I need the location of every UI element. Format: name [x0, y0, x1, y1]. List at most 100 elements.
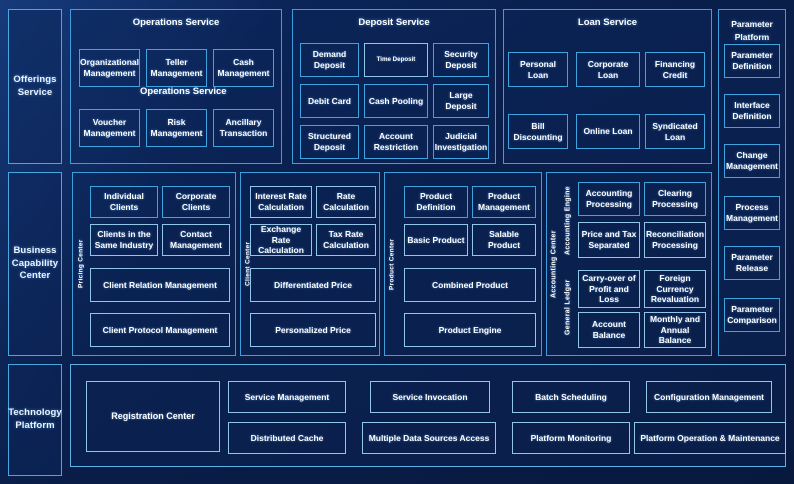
box-judicial-investigation[interactable]: Judicial Investigation	[433, 125, 489, 159]
box-parameter-release[interactable]: Parameter Release	[724, 246, 780, 280]
box-client-relation-management[interactable]: Client Relation Management	[90, 268, 230, 302]
box-tax-rate-calculation[interactable]: Tax Rate Calculation	[316, 224, 376, 256]
box-corporate-clients[interactable]: Corporate Clients	[162, 186, 230, 218]
box-carry-over-of-profit-and-loss[interactable]: Carry-over of Profit and Loss	[578, 270, 640, 308]
box-registration-center[interactable]: Registration Center	[86, 381, 220, 452]
box-price-and-tax-separated[interactable]: Price and Tax Separated	[578, 222, 640, 258]
box-label: Monthly and Annual Balance	[649, 314, 701, 346]
box-label: Product Definition	[416, 191, 456, 212]
box-multiple-data-sources-access[interactable]: Multiple Data Sources Access	[362, 422, 496, 454]
box-service-management[interactable]: Service Management	[228, 381, 346, 413]
group-deposit-service: Deposit Service	[292, 9, 496, 164]
box-change-management[interactable]: Change Management	[724, 144, 780, 178]
box-monthly-and-annual-balance[interactable]: Monthly and Annual Balance	[644, 312, 706, 348]
box-accounting-processing[interactable]: Accounting Processing	[578, 182, 640, 216]
box-label: Product Engine	[438, 324, 502, 335]
box-label: Time Deposit	[376, 56, 416, 64]
box-cash-pooling[interactable]: Cash Pooling	[364, 84, 428, 118]
box-label: Combined Product	[431, 279, 509, 290]
box-organizational-management[interactable]: Organizational Management	[79, 49, 140, 87]
box-label: Clearing Processing	[652, 188, 698, 209]
box-time-deposit[interactable]: Time Deposit	[364, 43, 428, 77]
group-accounting-center	[546, 172, 712, 356]
box-bill-discounting[interactable]: Bill Discounting	[508, 114, 568, 149]
box-client-protocol-management[interactable]: Client Protocol Management	[90, 313, 230, 347]
box-label: Change Management	[726, 150, 778, 171]
box-label: Registration Center	[111, 410, 195, 421]
box-product-engine[interactable]: Product Engine	[404, 313, 536, 347]
box-individual-clients[interactable]: Individual Clients	[90, 186, 158, 218]
box-label: Client Protocol Management	[102, 324, 218, 335]
box-personal-loan[interactable]: Personal Loan	[508, 52, 568, 87]
box-label: Structured Deposit	[308, 131, 351, 152]
box-label: Tax Rate Calculation	[323, 229, 369, 250]
box-exchange-rate-calculation[interactable]: Exchange Rate Calculation	[250, 224, 312, 256]
box-label: Interest Rate Calculation	[255, 191, 307, 212]
vertical-label-accounting-engine: Accounting Engine	[564, 186, 572, 256]
vertical-label-accounting-center: Accounting Center	[550, 230, 558, 298]
box-foreign-currency-revaluation[interactable]: Foreign Currency Revaluation	[644, 270, 706, 308]
box-clearing-processing[interactable]: Clearing Processing	[644, 182, 706, 216]
box-label: Salable Product	[487, 229, 521, 250]
box-financing-credit[interactable]: Financing Credit	[645, 52, 705, 87]
box-basic-product[interactable]: Basic Product	[404, 224, 468, 256]
box-clients-in-the-same-industry[interactable]: Clients in the Same Industry	[90, 224, 158, 256]
box-interface-definition[interactable]: Interface Definition	[724, 94, 780, 128]
box-configuration-management[interactable]: Configuration Management	[646, 381, 772, 413]
box-label: Judicial Investigation	[434, 131, 488, 152]
box-label: Foreign Currency Revaluation	[650, 273, 700, 305]
box-demand-deposit[interactable]: Demand Deposit	[300, 43, 359, 77]
box-combined-product[interactable]: Combined Product	[404, 268, 536, 302]
box-platform-operation-and-maintenance[interactable]: Platform Operation & Maintenance	[634, 422, 786, 454]
box-product-management[interactable]: Product Management	[472, 186, 536, 218]
box-account-restriction[interactable]: Account Restriction	[364, 125, 428, 159]
box-corporate-loan[interactable]: Corporate Loan	[576, 52, 640, 87]
box-label: Debit Card	[308, 95, 351, 106]
box-label: Parameter Release	[731, 252, 773, 273]
box-ancillary-transaction[interactable]: Ancillary Transaction	[213, 109, 274, 147]
box-account-balance[interactable]: Account Balance	[578, 312, 640, 348]
box-salable-product[interactable]: Salable Product	[472, 224, 536, 256]
box-product-definition[interactable]: Product Definition	[404, 186, 468, 218]
box-online-loan[interactable]: Online Loan	[576, 114, 640, 149]
vertical-label-pricing-center: Pricing Center	[77, 239, 85, 289]
box-batch-scheduling[interactable]: Batch Scheduling	[512, 381, 630, 413]
box-security-deposit[interactable]: Security Deposit	[433, 43, 489, 77]
box-syndicated-loan[interactable]: Syndicated Loan	[645, 114, 705, 149]
box-large-deposit[interactable]: Large Deposit	[433, 84, 489, 118]
box-contact-management[interactable]: Contact Management	[162, 224, 230, 256]
box-voucher-management[interactable]: Voucher Management	[79, 109, 140, 147]
box-interest-rate-calculation[interactable]: Interest Rate Calculation	[250, 186, 312, 218]
box-label: Parameter Comparison	[727, 304, 777, 325]
box-label: Organizational Management	[79, 57, 140, 78]
box-label: Personal Loan	[520, 58, 556, 80]
box-teller-management[interactable]: Teller Management	[146, 49, 207, 87]
box-rate-calculation[interactable]: Rate Calculation	[316, 186, 376, 218]
box-label: Distributed Cache	[250, 432, 324, 443]
box-risk-management[interactable]: Risk Management	[146, 109, 207, 147]
group-title-operations-service: Operations Service	[132, 17, 220, 28]
box-distributed-cache[interactable]: Distributed Cache	[228, 422, 346, 454]
box-debit-card[interactable]: Debit Card	[300, 84, 359, 118]
box-structured-deposit[interactable]: Structured Deposit	[300, 125, 359, 159]
vertical-label-product-center: Product Center	[388, 238, 396, 290]
box-parameter-comparison[interactable]: Parameter Comparison	[724, 298, 780, 332]
box-reconciliation-processing[interactable]: Reconciliation Processing	[644, 222, 706, 258]
box-label: Service Management	[244, 391, 330, 402]
box-service-invocation[interactable]: Service Invocation	[370, 381, 490, 413]
group-title-deposit-service: Deposit Service	[358, 17, 430, 28]
box-differentiated-price[interactable]: Differentiated Price	[250, 268, 376, 302]
box-parameter-definition[interactable]: Parameter Definition	[724, 44, 780, 78]
box-personalized-price[interactable]: Personalized Price	[250, 313, 376, 347]
box-label: Platform Operation & Maintenance	[640, 432, 780, 443]
box-label: Platform Monitoring	[530, 432, 612, 443]
box-process-management[interactable]: Process Management	[724, 196, 780, 230]
box-label: Individual Clients	[104, 191, 144, 212]
box-cash-management[interactable]: Cash Management	[213, 49, 274, 87]
box-label: Configuration Management	[653, 391, 765, 402]
box-platform-monitoring[interactable]: Platform Monitoring	[512, 422, 630, 454]
box-label: Service Invocation	[392, 391, 468, 402]
box-label: Parameter Definition	[731, 50, 773, 71]
box-label: Reconciliation Processing	[645, 229, 705, 250]
